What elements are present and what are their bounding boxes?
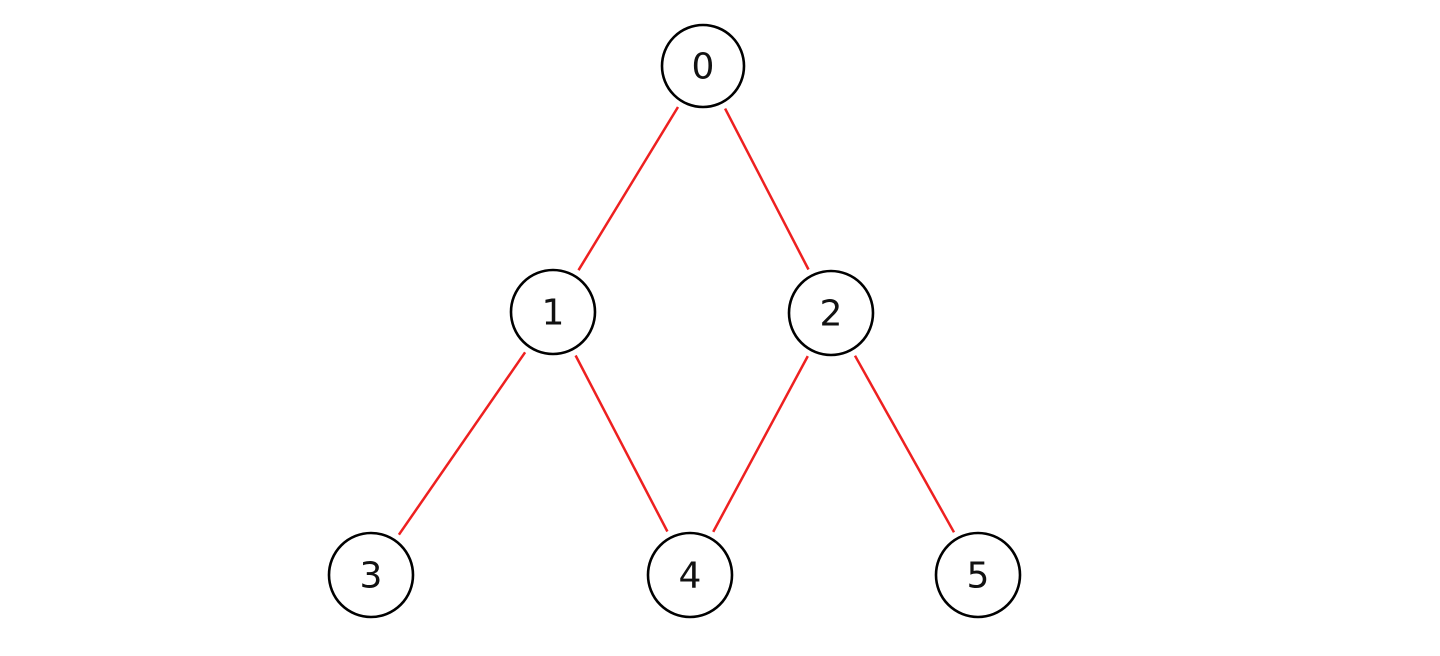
graph-node-label-5: 5 — [967, 556, 990, 597]
graph-edge-0-2 — [723, 108, 810, 271]
graph-node-4: 4 — [646, 531, 734, 619]
graph-edge-1-4 — [574, 354, 669, 533]
graph-node-label-4: 4 — [679, 556, 702, 597]
graph-edge-2-5 — [853, 355, 956, 533]
graph-node-label-0: 0 — [692, 47, 715, 88]
graph-node-5: 5 — [934, 531, 1022, 619]
graph-edge-1-3 — [397, 351, 527, 536]
graph-node-label-3: 3 — [360, 556, 383, 597]
graph-edge-2-4 — [712, 355, 809, 533]
graph-node-circle-5 — [934, 531, 1022, 619]
graph-node-circle-4 — [646, 531, 734, 619]
graph-node-1: 1 — [509, 268, 597, 356]
graph-node-circle-3 — [327, 531, 415, 619]
graph-node-0: 0 — [660, 23, 746, 109]
graph-node-3: 3 — [327, 531, 415, 619]
graph-node-circle-1 — [509, 268, 597, 356]
graph-node-circle-2 — [787, 269, 875, 357]
graph-node-label-1: 1 — [542, 293, 565, 334]
graph-node-label-2: 2 — [820, 294, 843, 335]
graph-node-2: 2 — [787, 269, 875, 357]
edges-layer — [397, 106, 956, 536]
graph-node-circle-0 — [660, 23, 746, 109]
graph-edge-0-1 — [577, 106, 680, 271]
nodes-layer: 0 1 2 3 4 5 — [327, 23, 1022, 619]
